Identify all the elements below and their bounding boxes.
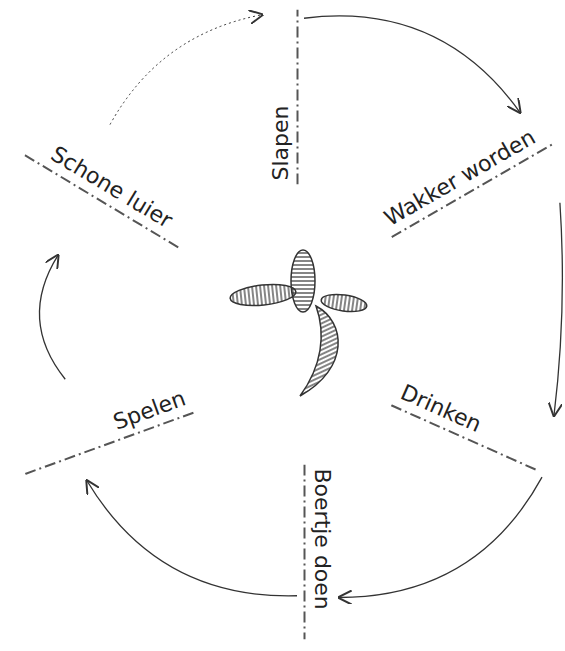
stage-label: Spelen: [15, 383, 196, 477]
stage-text: Boertje doen: [307, 465, 335, 640]
dash-dot-line: [24, 410, 195, 477]
stage-text: Drinken: [392, 377, 550, 468]
cycle-arrow: [87, 481, 297, 596]
stage-text: Spelen: [15, 383, 194, 471]
stage-label: Drinken: [390, 377, 550, 473]
stage-text: Schone luier: [26, 129, 196, 247]
stage-label: Wakker worden: [376, 116, 556, 239]
stage-label: Boertje doen: [301, 465, 335, 640]
leaf-blades: [229, 250, 368, 396]
cycle-arrow: [554, 203, 562, 416]
dash-dot-line: [294, 10, 300, 185]
cycle-arrow: [339, 477, 542, 597]
cycle-arrow: [110, 15, 262, 125]
dash-dot-line: [301, 465, 307, 640]
stage-text: Wakker worden: [376, 116, 553, 234]
stage-label: Slapen: [266, 10, 300, 185]
cycle-arrow: [304, 16, 520, 112]
stage-label: Schone luier: [23, 129, 197, 252]
stage-text: Slapen: [266, 10, 294, 185]
cycle-arrow: [39, 255, 65, 379]
